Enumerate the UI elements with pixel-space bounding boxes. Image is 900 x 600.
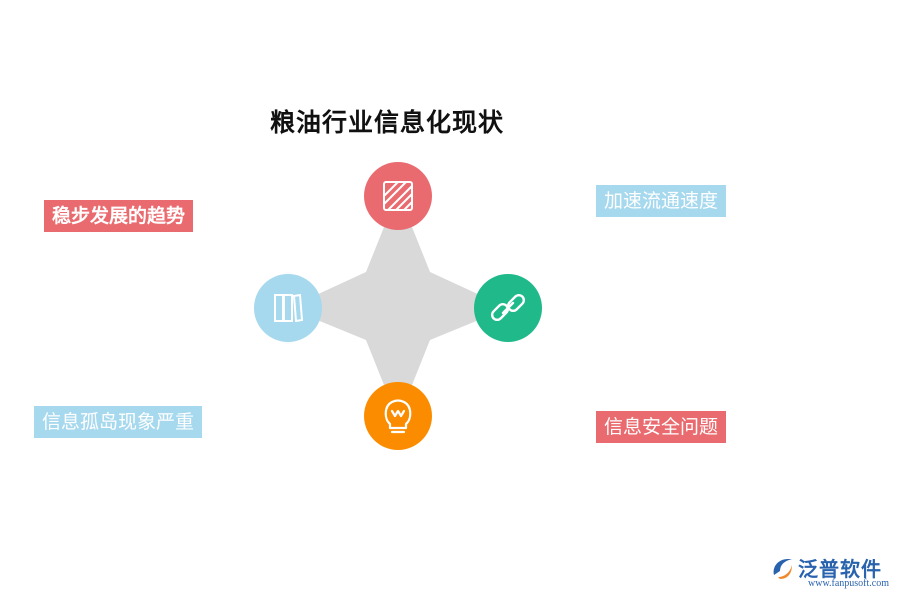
node-bottom [364,382,432,450]
node-left [254,274,322,342]
striped-square-icon [383,181,413,211]
logo-url-text: www.fanpusoft.com [808,578,890,589]
tag-information-security: 信息安全问题 [596,411,727,443]
node-right [474,274,542,342]
tag-steady-development: 稳步发展的趋势 [44,200,194,232]
lightbulb-icon [384,399,412,434]
diagram-title: 粮油行业信息化现状 [270,108,505,137]
tag-accelerate-circulation: 加速流通速度 [596,185,727,217]
tag-information-silos: 信息孤岛现象严重 [34,406,203,438]
brand-logo: 泛普软件 www.fanpusoft.com [770,553,895,593]
folders-icon [274,293,304,323]
node-top [364,162,432,230]
logo-mark-icon [773,559,792,579]
central-star-shape [288,192,508,420]
chain-link-icon [490,293,526,322]
logo-brand-text: 泛普软件 [798,557,882,581]
